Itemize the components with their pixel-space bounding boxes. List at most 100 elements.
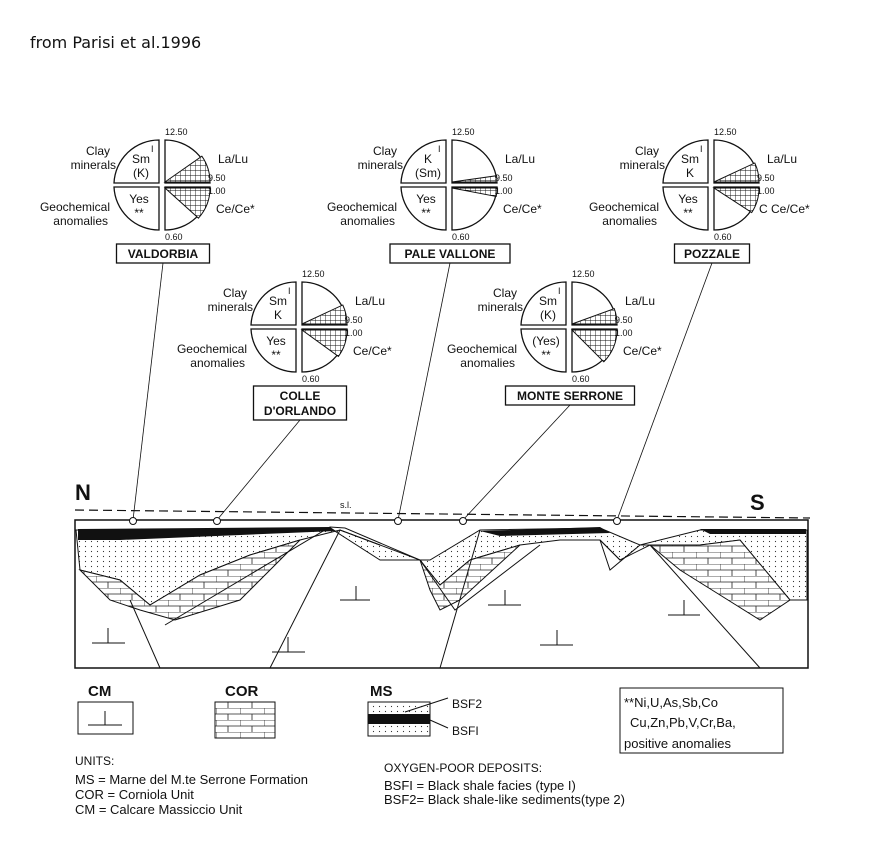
clay-label: minerals	[358, 158, 403, 172]
cece-hatched-wedge	[570, 329, 618, 363]
geo-label: Geochemical	[327, 200, 397, 214]
station-pie-4: ClaymineralsGeochemicalanomaliesLa/LuCe/…	[447, 269, 662, 406]
legend-bsf2-label: BSF2	[452, 697, 482, 711]
cor-layer-west	[78, 539, 301, 621]
value-9-50: 9.50	[495, 173, 513, 183]
station-connectors	[129, 262, 713, 525]
value-12-50: 12.50	[714, 127, 737, 137]
clay-quadrant	[250, 281, 297, 326]
geo-label: anomalies	[340, 214, 395, 228]
cece-label: Ce/Ce*	[503, 202, 542, 216]
station-marker	[459, 517, 467, 525]
north-label: N	[75, 480, 91, 505]
lalu-hatched-wedge	[451, 175, 498, 183]
lalu-hatched-wedge	[571, 307, 618, 325]
lalu-label: La/Lu	[355, 294, 385, 308]
unit-cor: COR = Corniola Unit	[75, 787, 194, 802]
lalu-quadrant	[451, 139, 498, 184]
clay-quadrant	[662, 139, 709, 184]
geo-label: Geochemical	[40, 200, 110, 214]
units-title: UNITS:	[75, 754, 114, 768]
cm-symbol-icon	[88, 711, 122, 726]
clay-label: minerals	[208, 300, 253, 314]
anomaly-stars: **	[421, 206, 431, 220]
legend-cm-label: CM	[88, 683, 111, 700]
geo-label: anomalies	[53, 214, 108, 228]
clay-major: K	[424, 152, 432, 166]
geo-label: anomalies	[460, 356, 515, 370]
cece-hatched-wedge	[300, 329, 348, 358]
value-9-50: 9.50	[208, 173, 226, 183]
station-name: D'ORLANDO	[264, 404, 336, 418]
clay-minor: (Sm)	[415, 166, 441, 180]
cm-symbols	[92, 586, 700, 653]
geo-label: anomalies	[190, 356, 245, 370]
cece-label: Ce/Ce*	[353, 344, 392, 358]
geo-label: anomalies	[602, 214, 657, 228]
legend-ms-label: MS	[370, 683, 393, 700]
value-9-50: 9.50	[757, 173, 775, 183]
cor-layer-east	[648, 539, 791, 621]
cece-hatched-wedge	[451, 187, 498, 198]
cross-section: N S s.l.	[74, 262, 811, 669]
value-0-60: 0.60	[714, 232, 732, 242]
anomalies-line-3: positive anomalies	[624, 736, 731, 751]
value-1-00: 1.00	[615, 328, 633, 338]
station-marker	[394, 517, 402, 525]
lalu-label: La/Lu	[625, 294, 655, 308]
bsf2-pointer	[404, 697, 449, 713]
station-connector	[397, 262, 451, 521]
station-connector	[462, 404, 571, 521]
caption: from Parisi et al.1996	[30, 33, 201, 52]
anomaly-value: Yes	[266, 334, 286, 348]
value-0-60: 0.60	[452, 232, 470, 242]
cece-hatched-wedge	[712, 187, 760, 214]
deposit-bsf1: BSFI = Black shale facies (type I)	[384, 778, 576, 793]
station-name-box	[252, 385, 348, 421]
lalu-label: La/Lu	[767, 152, 797, 166]
clay-label: Clay	[635, 144, 659, 158]
clay-illite: I	[558, 286, 561, 296]
cece-label: Ce/Ce*	[623, 344, 662, 358]
bsf1-pointer	[429, 719, 449, 729]
lalu-hatched-wedge	[301, 304, 348, 325]
clay-label: Clay	[223, 286, 247, 300]
value-12-50: 12.50	[452, 127, 475, 137]
value-0-60: 0.60	[572, 374, 590, 384]
value-9-50: 9.50	[345, 315, 363, 325]
station-name: COLLE	[280, 389, 321, 403]
value-1-00: 1.00	[345, 328, 363, 338]
legend-bsf1-label: BSFI	[452, 724, 479, 738]
black-shale-layers	[78, 527, 806, 540]
clay-major: Sm	[539, 294, 557, 308]
deposits-title: OXYGEN-POOR DEPOSITS:	[384, 761, 542, 775]
clay-minor: K	[686, 166, 694, 180]
clay-quadrant	[113, 139, 160, 184]
clay-major: Sm	[132, 152, 150, 166]
value-0-60: 0.60	[302, 374, 320, 384]
station-connector	[616, 262, 713, 521]
station-pies: ClaymineralsGeochemicalanomaliesLa/LuCe/…	[40, 127, 810, 421]
lalu-hatched-wedge	[163, 155, 211, 183]
clay-illite: I	[438, 144, 441, 154]
value-9-50: 9.50	[615, 315, 633, 325]
clay-illite: I	[151, 144, 154, 154]
clay-major: Sm	[681, 152, 699, 166]
anomaly-quadrant	[520, 328, 567, 373]
cor-layer-center	[419, 544, 521, 611]
anomalies-line-2: Cu,Zn,Pb,V,Cr,Ba,	[630, 715, 736, 730]
anomaly-stars: **	[134, 206, 144, 220]
anomaly-value: (Yes)	[532, 334, 560, 348]
cece-label: C Ce/Ce*	[759, 202, 810, 216]
anomaly-quadrant	[662, 186, 709, 231]
lalu-hatched-wedge	[713, 162, 760, 183]
geo-label: Geochemical	[177, 342, 247, 356]
station-name: VALDORBIA	[128, 247, 199, 261]
station-marker	[613, 517, 621, 525]
clay-illite: I	[700, 144, 703, 154]
lalu-label: La/Lu	[218, 152, 248, 166]
sea-level-label: s.l.	[340, 500, 352, 510]
